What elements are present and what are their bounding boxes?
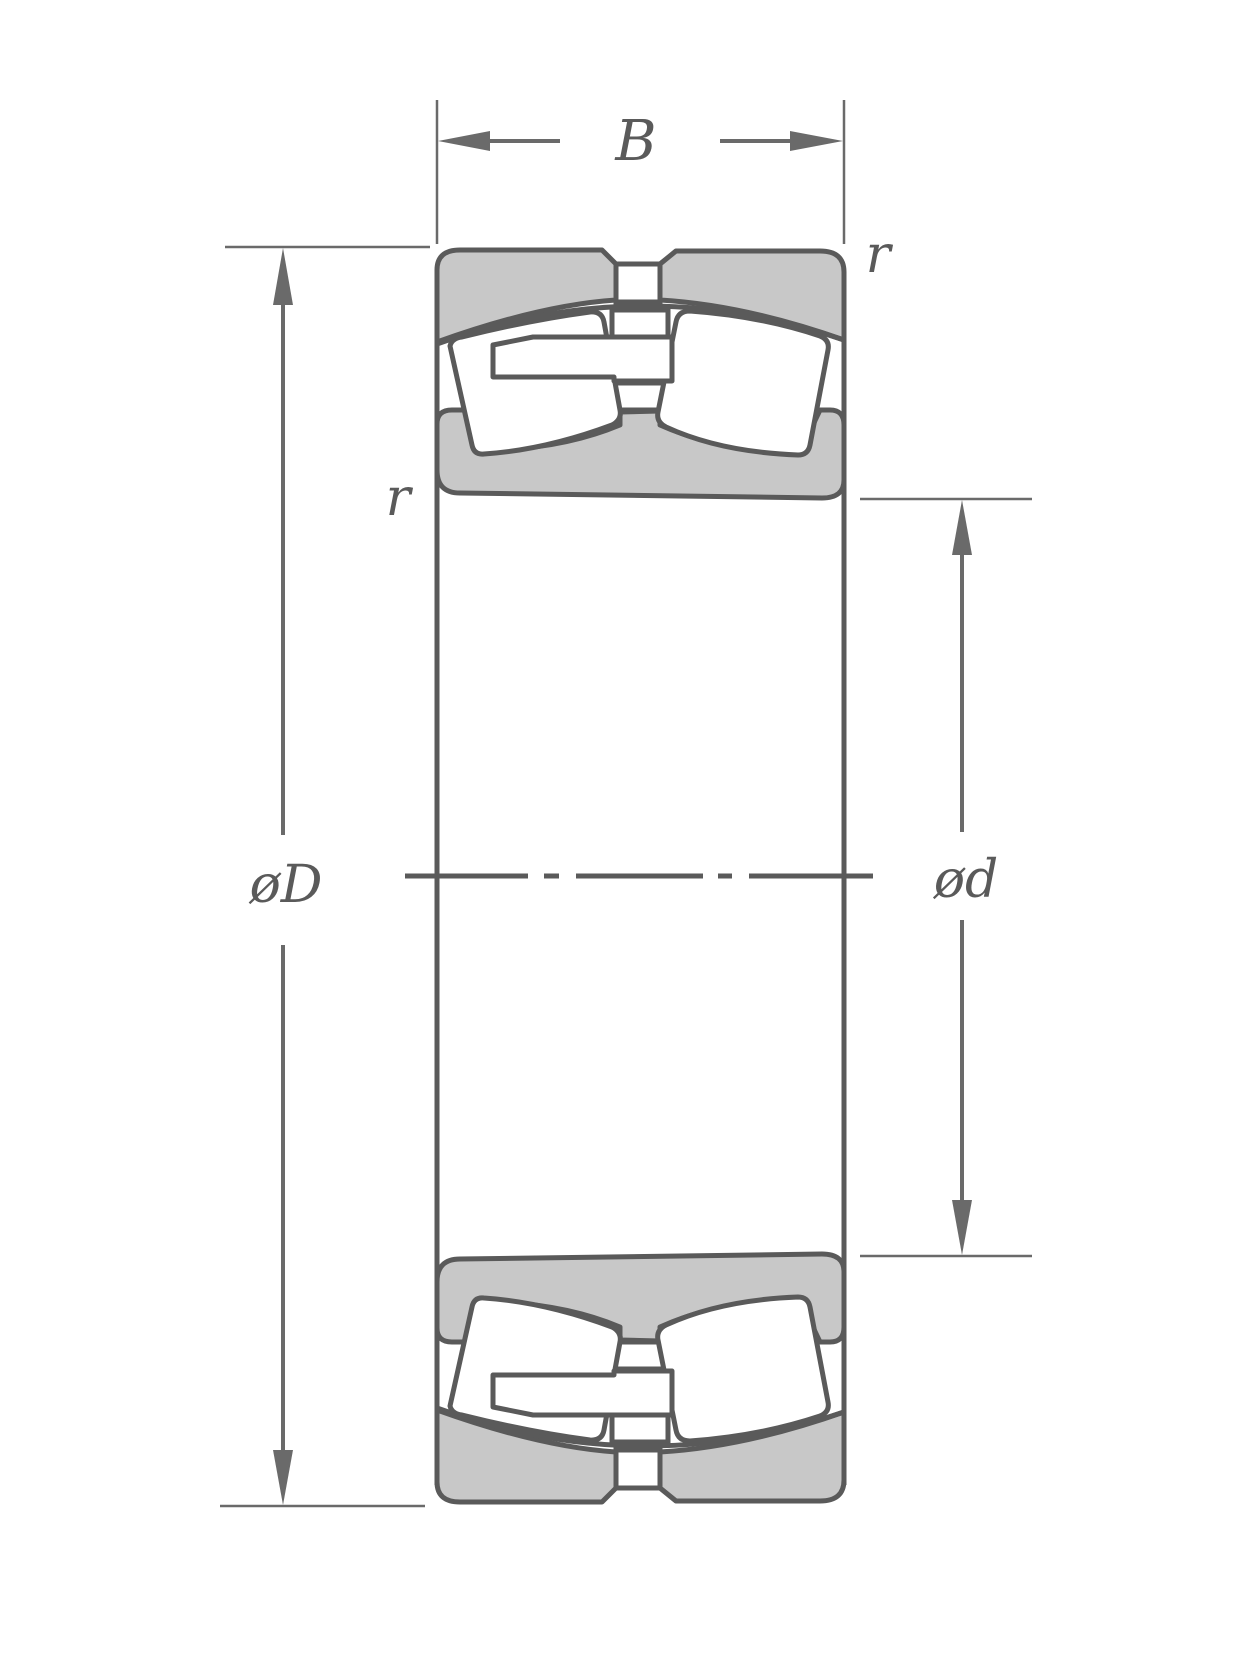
- top-section: [437, 250, 844, 498]
- dimension-B: [435, 100, 846, 244]
- label-r-top-right: r: [866, 225, 894, 285]
- label-oD: øD: [249, 855, 323, 915]
- label-B: B: [614, 109, 656, 174]
- dimension-od: [860, 497, 1032, 1258]
- dimension-oD: [220, 245, 430, 1508]
- label-od: ød: [933, 850, 999, 910]
- bottom-section: [437, 1254, 844, 1502]
- label-r-left: r: [386, 468, 414, 528]
